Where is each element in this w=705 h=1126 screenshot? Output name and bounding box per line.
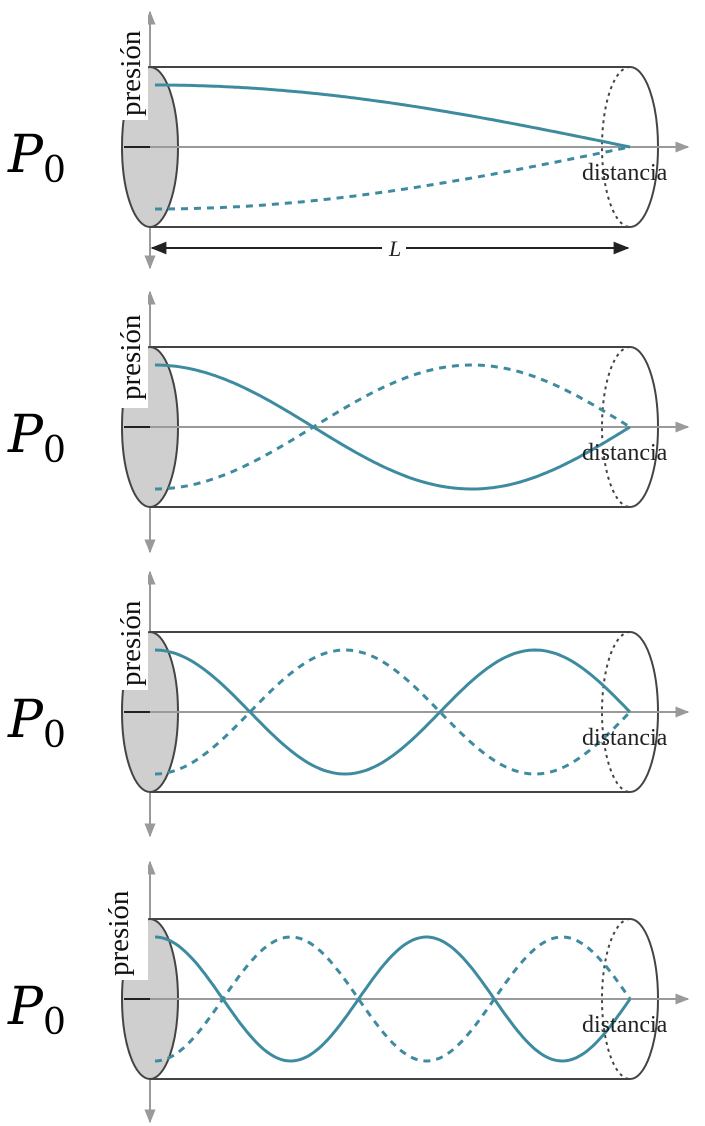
p0-subscript: 0 bbox=[43, 430, 66, 471]
pressure-label: presión bbox=[115, 600, 147, 686]
tube-right-cap-back bbox=[601, 346, 631, 508]
panel-1: presión P0 distancia L bbox=[7, 0, 690, 270]
p0-main: P bbox=[7, 405, 44, 465]
panel-3: presión P0 distancia bbox=[7, 570, 690, 838]
tube-right-cap-back bbox=[601, 918, 631, 1080]
distance-label: distancia bbox=[582, 160, 668, 186]
pressure-wave-solid bbox=[155, 83, 631, 149]
panel-2: presión P0 distancia bbox=[7, 290, 690, 554]
p0-subscript: 0 bbox=[43, 715, 66, 756]
label-backing bbox=[112, 290, 148, 408]
pressure-wave-dashed bbox=[154, 935, 632, 1063]
pressure-wave-solid bbox=[155, 363, 631, 491]
label-backing bbox=[100, 862, 148, 980]
distance-label: distancia bbox=[582, 440, 668, 466]
distance-label: distancia bbox=[582, 1012, 668, 1038]
pressure-wave-solid bbox=[154, 935, 632, 1063]
pressure-label: presión bbox=[115, 30, 147, 116]
pressure-label: presión bbox=[103, 890, 135, 976]
p0-main: P bbox=[7, 977, 44, 1037]
p0-main: P bbox=[7, 125, 44, 185]
p0-main: P bbox=[7, 690, 44, 750]
label-backing bbox=[112, 572, 148, 690]
p0-label: P0 bbox=[7, 977, 66, 1043]
p0-subscript: 0 bbox=[43, 1002, 66, 1043]
pressure-wave-dashed bbox=[155, 145, 631, 211]
pressure-wave-solid bbox=[154, 648, 632, 776]
tube-right-cap-back bbox=[601, 66, 631, 228]
tube-right-cap-back bbox=[601, 631, 631, 793]
pressure-wave-dashed bbox=[155, 363, 631, 491]
p0-label: P0 bbox=[7, 125, 66, 191]
label-backing bbox=[112, 0, 148, 120]
p0-subscript: 0 bbox=[43, 150, 66, 191]
distance-label: distancia bbox=[582, 725, 668, 751]
p0-label: P0 bbox=[7, 690, 66, 756]
pressure-label: presión bbox=[115, 314, 147, 400]
length-label-backing bbox=[382, 236, 406, 262]
p0-label: P0 bbox=[7, 405, 66, 471]
panel-4: presión P0 distancia bbox=[7, 860, 690, 1124]
length-label: L bbox=[388, 236, 401, 261]
pressure-wave-dashed bbox=[154, 648, 632, 776]
